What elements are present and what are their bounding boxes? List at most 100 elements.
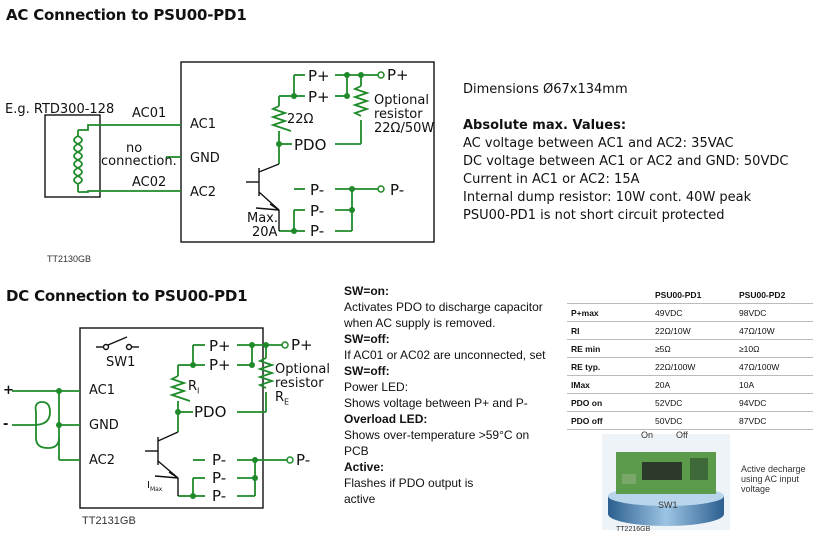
photo-caption-3: voltage bbox=[741, 484, 771, 494]
imax-label: IMax bbox=[147, 480, 162, 493]
table-cell: PDO on bbox=[567, 393, 651, 412]
photo-off-label: Off bbox=[676, 430, 688, 440]
re-letter: R bbox=[275, 390, 285, 405]
table-cell: ≥5Ω bbox=[651, 339, 735, 358]
sw-notes: SW=on: Activates PDO to discharge capaci… bbox=[344, 283, 545, 507]
table-cell: IMax bbox=[567, 375, 651, 394]
table-cell: 47Ω/100W bbox=[735, 357, 813, 376]
note-line: when AC supply is removed. bbox=[344, 316, 496, 330]
spec-line: PSU00-PD1 is not short circuit protected bbox=[463, 208, 725, 223]
ri-subscript: I bbox=[197, 386, 200, 396]
table-cell: RE min bbox=[567, 339, 651, 358]
optional-label-2: resistor bbox=[374, 107, 423, 122]
ac01-label: AC01 bbox=[132, 106, 167, 121]
out-pplus-dc: P+ bbox=[291, 336, 313, 354]
note-head: SW=on: bbox=[344, 284, 389, 298]
pin-pplus-2-dc: P+ bbox=[209, 356, 231, 374]
optional-label-1: Optional bbox=[374, 93, 429, 108]
note-head: Overload LED: bbox=[344, 412, 428, 426]
table-cell: RE typ. bbox=[567, 357, 651, 376]
spec-line: DC voltage between AC1 or AC2 and GND: 5… bbox=[463, 154, 789, 169]
optional-label-3: 22Ω/50W bbox=[374, 121, 435, 136]
source-label: E.g. RTD300-128 bbox=[5, 102, 115, 117]
plus-sign: + bbox=[3, 383, 14, 398]
sw1-label: SW1 bbox=[106, 355, 136, 370]
pin-pminus-1-dc: P- bbox=[212, 451, 227, 469]
pin-pdo: PDO bbox=[294, 136, 327, 154]
note-line: Activates PDO to discharge capacitor bbox=[344, 300, 543, 314]
out-pminus: P- bbox=[390, 181, 405, 199]
table-cell: 87VDC bbox=[735, 411, 813, 430]
max-label-2: 20A bbox=[252, 225, 278, 240]
table-header-row: PSU00-PD1 PSU00-PD2 bbox=[567, 286, 813, 304]
abs-max-heading: Absolute max. Values: bbox=[463, 118, 627, 133]
section1-title: AC Connection to PSU00-PD1 bbox=[6, 6, 247, 24]
table-cell: 50VDC bbox=[651, 411, 735, 430]
photo-caption-2: using AC input bbox=[741, 474, 800, 484]
pin-pdo-dc: PDO bbox=[194, 403, 227, 421]
photo-caption-1: Active decharge bbox=[741, 464, 806, 474]
note-line: Shows over-temperature >59°C on bbox=[344, 428, 530, 442]
note-line: Flashes if PDO output is bbox=[344, 476, 474, 490]
table-header bbox=[567, 286, 651, 304]
imax-letter: I bbox=[147, 480, 150, 491]
internal-resistor-label: 22Ω bbox=[287, 112, 314, 127]
photo-ref: TT2216GB bbox=[616, 526, 651, 533]
minus-sign: - bbox=[3, 417, 9, 432]
note-head: Active: bbox=[344, 460, 385, 474]
table-cell: 49VDC bbox=[651, 303, 735, 322]
ri-label: RI bbox=[188, 379, 199, 396]
note-line: active bbox=[344, 492, 376, 506]
pin-pplus-1: P+ bbox=[308, 67, 330, 85]
pin-pplus-2: P+ bbox=[308, 88, 330, 106]
pin-pminus-3-dc: P- bbox=[212, 487, 227, 505]
ri-letter: R bbox=[188, 379, 198, 394]
device-photo bbox=[602, 434, 730, 530]
note-line: Shows voltage between P+ and P- bbox=[344, 396, 528, 410]
photo-sw1-label: SW1 bbox=[658, 500, 678, 510]
photo-on-label: On bbox=[641, 430, 654, 440]
table-cell: 98VDC bbox=[735, 303, 813, 322]
optional-label-2-dc: resistor bbox=[275, 376, 324, 391]
ac02-label: AC02 bbox=[132, 175, 167, 190]
table-row: RE min≥5Ω≥10Ω bbox=[567, 339, 813, 358]
spec-line: AC voltage between AC1 and AC2: 35VAC bbox=[463, 136, 734, 151]
pin-pminus-1: P- bbox=[310, 181, 325, 199]
table-cell: 47Ω/10W bbox=[735, 321, 813, 340]
table-cell: ≥10Ω bbox=[735, 339, 813, 358]
table-header: PSU00-PD1 bbox=[651, 286, 735, 304]
table-cell: 94VDC bbox=[735, 393, 813, 412]
note-line: Power LED: bbox=[344, 380, 409, 394]
imax-subscript: Max bbox=[149, 486, 163, 493]
re-subscript: E bbox=[284, 397, 290, 407]
pin-pminus-3: P- bbox=[310, 222, 325, 240]
note-head: SW=off: bbox=[344, 364, 390, 378]
spec-line: Current in AC1 or AC2: 15A bbox=[463, 172, 640, 187]
optional-label-3-dc: RE bbox=[275, 390, 289, 407]
optional-label-1-dc: Optional bbox=[275, 362, 330, 377]
table-cell: P+max bbox=[567, 303, 651, 322]
note-head: SW=off: bbox=[344, 332, 390, 346]
out-pminus-dc: P- bbox=[296, 451, 311, 469]
no-connection-label-1: no bbox=[126, 141, 143, 156]
section2-title: DC Connection to PSU00-PD1 bbox=[6, 287, 248, 305]
note-line: PCB bbox=[344, 444, 369, 458]
dc-connection-diagram bbox=[12, 327, 294, 509]
pin-pminus-2: P- bbox=[310, 202, 325, 220]
pin-ac2-dc: AC2 bbox=[89, 453, 116, 468]
table-cell: 52VDC bbox=[651, 393, 735, 412]
table-cell: RI bbox=[567, 321, 651, 340]
max-label-1: Max. bbox=[247, 211, 279, 226]
section1-ref: TT2130GB bbox=[47, 254, 92, 264]
table-cell: PDO off bbox=[567, 411, 651, 430]
pin-gnd-dc: GND bbox=[89, 418, 119, 433]
ac-connection-diagram bbox=[44, 61, 435, 243]
pin-ac1: AC1 bbox=[190, 117, 217, 132]
pin-ac2: AC2 bbox=[190, 185, 217, 200]
